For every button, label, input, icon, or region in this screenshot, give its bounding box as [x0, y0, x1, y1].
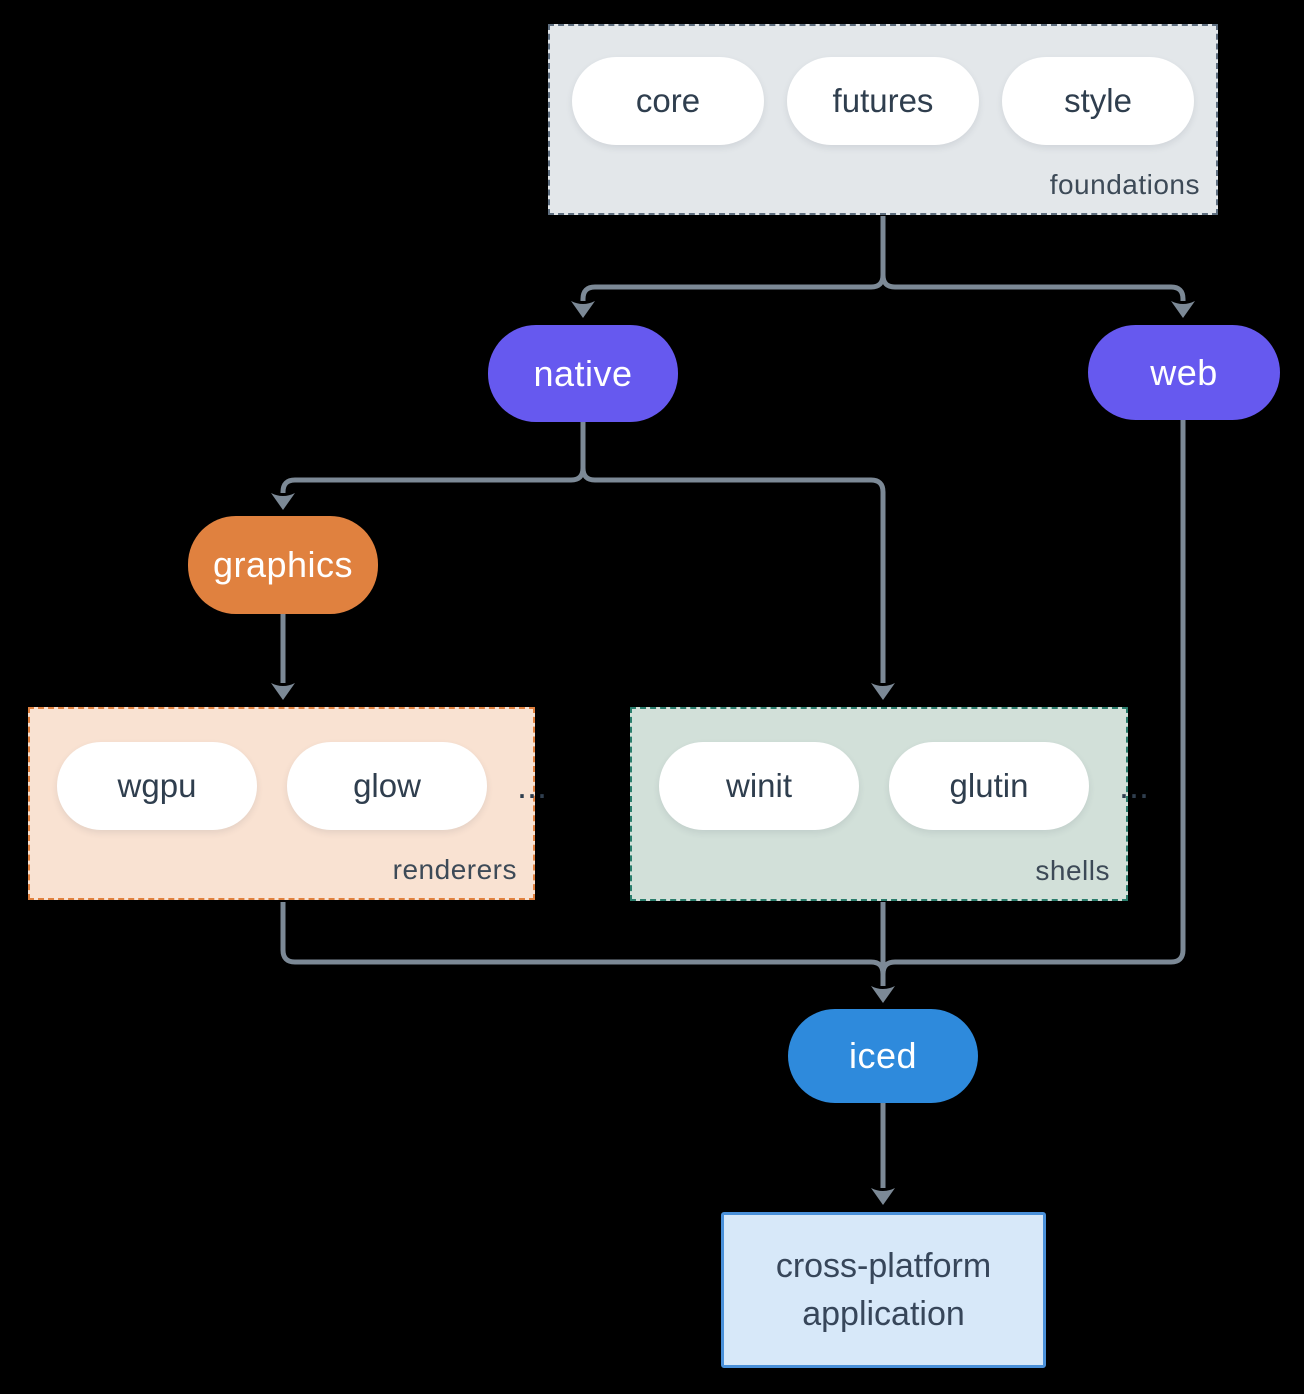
- arrowhead-native: [571, 301, 595, 318]
- edge-native-shells: [580, 467, 886, 683]
- arrowhead-renderers: [271, 683, 295, 700]
- group-renderers-label: renderers: [392, 854, 517, 885]
- node-core: core: [572, 57, 764, 145]
- renderers-pill-row: wgpu glow ...: [57, 742, 547, 830]
- app-box-line2: application: [802, 1295, 965, 1333]
- node-style: style: [1002, 57, 1194, 145]
- edge-foundations-native: [580, 216, 886, 301]
- node-glutin: glutin: [889, 742, 1089, 830]
- arrowhead-shells: [871, 683, 895, 700]
- shells-ellipsis: ...: [1119, 765, 1150, 806]
- edge-native-graphics: [280, 422, 586, 493]
- edge-renderers-iced: [280, 902, 886, 975]
- group-shells-label: shells: [1035, 855, 1110, 886]
- foundations-pill-row: core futures style: [572, 56, 1194, 146]
- arrowhead-app: [871, 1188, 895, 1205]
- group-foundations: core futures style foundations: [548, 24, 1218, 215]
- node-wgpu: wgpu: [57, 742, 257, 830]
- shells-pill-row: winit glutin ...: [659, 742, 1149, 830]
- node-native: native: [488, 325, 678, 422]
- node-winit: winit: [659, 742, 859, 830]
- node-glow: glow: [287, 742, 487, 830]
- app-box-line1: cross-platform: [775, 1247, 992, 1285]
- edge-foundations-web: [880, 274, 1186, 301]
- arrowhead-web: [1171, 301, 1195, 318]
- arrowhead-graphics: [271, 493, 295, 510]
- arrowhead-iced: [871, 986, 895, 1003]
- node-web: web: [1088, 325, 1280, 420]
- group-foundations-label: foundations: [1049, 169, 1200, 200]
- group-shells: winit glutin ... shells: [630, 707, 1149, 901]
- node-iced: iced: [788, 1009, 978, 1103]
- node-graphics: graphics: [188, 516, 378, 614]
- node-futures: futures: [787, 57, 979, 145]
- group-renderers: wgpu glow ... renderers: [28, 707, 547, 900]
- renderers-ellipsis: ...: [517, 765, 548, 806]
- app-box: cross-platform application: [721, 1212, 1046, 1368]
